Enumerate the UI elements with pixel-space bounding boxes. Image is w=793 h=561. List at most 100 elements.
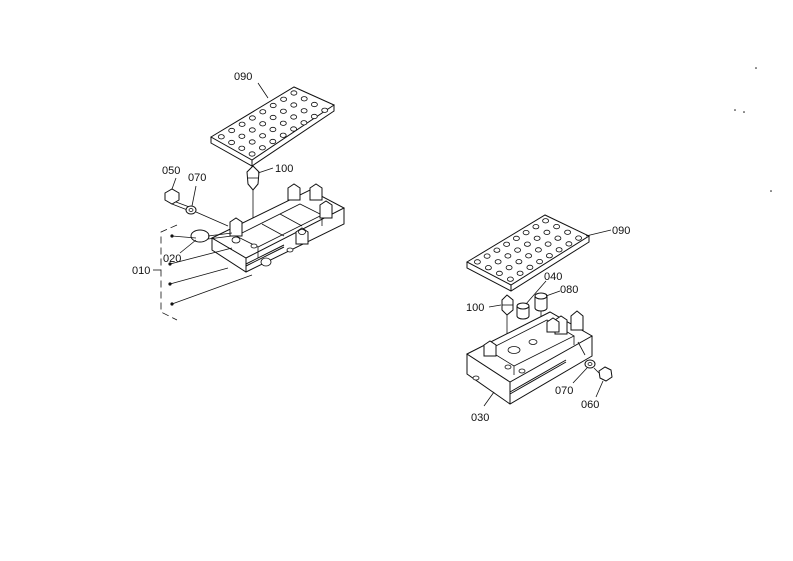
plate-hole [543,229,551,235]
plate-hole [248,139,256,145]
plate-hole [516,270,524,276]
plate-hole [564,229,571,235]
plate-hole [504,253,512,259]
plate-hole [269,126,277,133]
plate-hole [555,247,563,253]
plate-hole [259,133,267,139]
label-right-fitting: 100 [466,302,484,314]
plate-hole [310,101,318,108]
left-step-plate [210,86,336,167]
plate-hole [228,139,236,146]
leader-right-090 [585,229,612,237]
plate-hole [526,264,534,270]
plate-hole [248,151,256,157]
left-assembly-bracket [160,224,253,321]
plate-hole [565,241,573,247]
plate-hole [259,121,267,127]
right-grease-fitting [501,294,514,345]
left-assembly: 090 100 050 070 010 020 [132,71,346,321]
label-right-plate: 090 [612,225,630,237]
plate-hole [525,253,532,259]
plate-hole [494,259,502,265]
plate-hole [553,224,560,230]
plate-hole [503,241,511,247]
leader-right-060 [595,380,604,398]
plate-hole [279,132,287,138]
plate-hole [238,133,246,139]
plate-hole [217,134,225,140]
label-left-washer: 070 [188,172,206,184]
plate-hole [483,253,491,259]
plate-hole [238,121,246,127]
label-left-fitting: 100 [275,163,293,175]
right-washer [584,359,596,369]
label-left-bolt: 050 [162,165,180,177]
leader-right-040 [525,280,547,305]
plate-hole [575,235,582,241]
plate-hole [515,259,523,265]
right-bolt [593,366,613,382]
plate-hole [514,247,521,253]
left-base-frame [210,183,346,273]
plate-hole [290,114,298,120]
plate-hole [290,126,298,132]
plate-hole [522,230,530,236]
plate-hole [280,96,288,102]
left-grease-fitting [246,165,260,240]
plate-hole [259,109,267,115]
plate-hole [269,138,277,145]
plate-hole [535,247,542,253]
plate-hole [300,96,308,102]
label-right-base: 030 [471,412,489,424]
leader-right-070 [572,367,588,384]
label-left-assembly: 010 [132,265,150,277]
plate-hole [524,241,531,247]
leader-left-050 [171,177,177,190]
plate-hole [269,114,277,121]
plate-hole [228,127,236,134]
plate-hole [546,253,553,259]
plate-hole [513,235,520,241]
leader-right-080 [545,290,561,297]
left-pin [190,229,233,243]
plate-hole [279,108,287,114]
label-left-plate: 090 [234,71,252,83]
plate-hole [532,224,540,230]
label-right-bolt: 060 [581,399,599,411]
plate-hole [473,259,481,265]
plate-hole [493,247,501,253]
leader-left-070 [191,185,197,207]
plate-hole [269,102,277,109]
plate-hole [505,264,513,271]
right-step-plate [465,214,591,292]
plate-hole [258,145,266,151]
leader-left-020 [179,239,197,254]
right-base-frame [466,310,594,405]
plate-hole [310,113,318,120]
plate-hole [506,276,514,282]
plate-hole [542,218,549,224]
leader-left-100 [257,167,274,174]
leader-right-100 [488,304,502,308]
leader-right-030 [483,391,495,407]
scan-specks [734,67,772,192]
plate-hole [300,108,308,114]
right-bushing-040 [516,302,530,320]
label-right-bushing-a: 040 [544,271,562,283]
plate-hole [300,120,308,126]
plate-hole [279,120,287,126]
plate-hole [290,102,298,108]
plate-hole [290,90,298,96]
left-washer [185,205,229,227]
plate-hole [495,270,503,276]
plate-hole [248,127,256,133]
plate-hole [533,235,541,241]
plate-hole [321,107,329,113]
plate-hole [536,258,543,265]
label-right-bushing-b: 080 [560,284,578,296]
plate-hole [248,115,256,121]
plate-hole [544,241,552,247]
right-assembly: 090 040 080 100 030 070 060 [465,214,630,424]
plate-hole [484,265,492,271]
